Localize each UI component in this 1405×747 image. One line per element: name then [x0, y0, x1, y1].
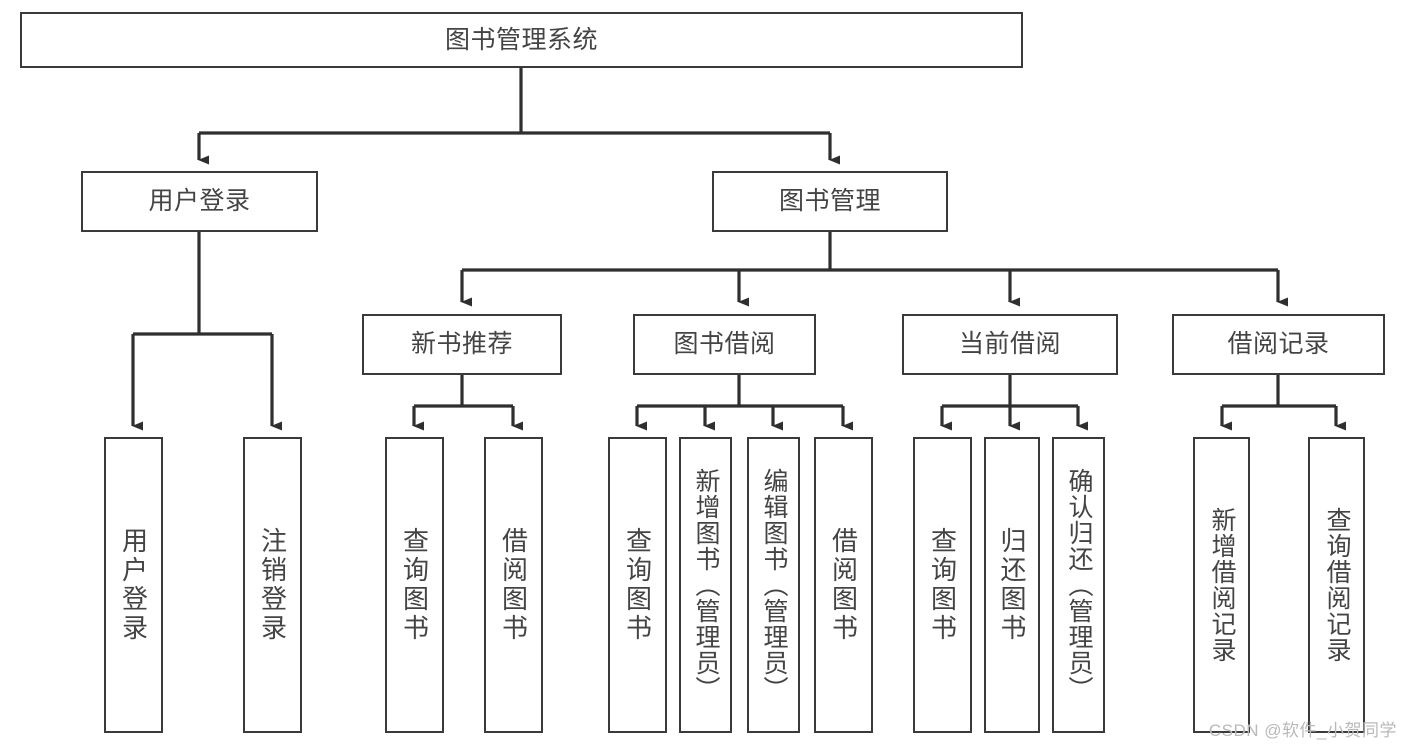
node-new-book-recommend-label: 新书推荐	[410, 330, 513, 359]
node-leaf-current-borrow-query[interactable]: 查询图书	[913, 437, 972, 733]
node-leaf-current-borrow-confirm[interactable]: 确认归还（管理员）	[1052, 437, 1105, 733]
node-new-book-recommend[interactable]: 新书推荐	[362, 314, 562, 375]
node-borrow-record[interactable]: 借阅记录	[1172, 314, 1385, 375]
node-book-borrow[interactable]: 图书借阅	[633, 314, 816, 375]
node-leaf-book-borrow-add[interactable]: 新增图书（管理员）	[679, 437, 732, 733]
node-leaf-user-login-logout[interactable]: 注销登录	[243, 437, 302, 733]
node-leaf-user-login-login-label: 用户登录	[118, 527, 149, 643]
node-current-borrow[interactable]: 当前借阅	[902, 314, 1118, 375]
node-leaf-book-borrow-query-label: 查询图书	[622, 527, 653, 643]
node-leaf-current-borrow-return-label: 归还图书	[997, 527, 1027, 643]
node-leaf-book-borrow-borrow-label: 借阅图书	[828, 527, 859, 643]
node-leaf-new-book-query-label: 查询图书	[399, 527, 430, 643]
node-leaf-current-borrow-confirm-label: 确认归还（管理员）	[1065, 468, 1093, 702]
node-leaf-book-borrow-edit-label: 编辑图书（管理员）	[760, 468, 788, 702]
node-leaf-book-borrow-edit[interactable]: 编辑图书（管理员）	[747, 437, 800, 733]
node-book-management-label: 图书管理	[778, 187, 881, 216]
node-book-management[interactable]: 图书管理	[712, 171, 948, 232]
node-leaf-book-borrow-add-label: 新增图书（管理员）	[692, 468, 720, 702]
node-root-library-system[interactable]: 图书管理系统	[20, 12, 1023, 68]
node-root-library-system-label: 图书管理系统	[444, 25, 598, 54]
node-leaf-book-borrow-borrow[interactable]: 借阅图书	[814, 437, 873, 733]
node-leaf-borrow-record-query-label: 查询借阅记录	[1323, 507, 1351, 663]
node-leaf-current-borrow-query-label: 查询图书	[927, 527, 958, 643]
node-user-login[interactable]: 用户登录	[81, 171, 318, 232]
node-leaf-borrow-record-add-label: 新增借阅记录	[1208, 507, 1236, 663]
node-borrow-record-label: 借阅记录	[1227, 330, 1330, 359]
node-leaf-current-borrow-return[interactable]: 归还图书	[984, 437, 1040, 733]
node-book-borrow-label: 图书借阅	[673, 330, 776, 359]
node-user-login-label: 用户登录	[148, 187, 251, 216]
node-leaf-borrow-record-add[interactable]: 新增借阅记录	[1193, 437, 1250, 733]
node-leaf-user-login-logout-label: 注销登录	[257, 527, 288, 643]
node-leaf-book-borrow-query[interactable]: 查询图书	[608, 437, 667, 733]
node-current-borrow-label: 当前借阅	[958, 330, 1061, 359]
node-leaf-new-book-query[interactable]: 查询图书	[385, 437, 444, 733]
node-leaf-user-login-login[interactable]: 用户登录	[104, 437, 163, 733]
node-leaf-new-book-borrow[interactable]: 借阅图书	[484, 437, 543, 733]
node-leaf-new-book-borrow-label: 借阅图书	[498, 527, 529, 643]
node-leaf-borrow-record-query[interactable]: 查询借阅记录	[1308, 437, 1365, 733]
